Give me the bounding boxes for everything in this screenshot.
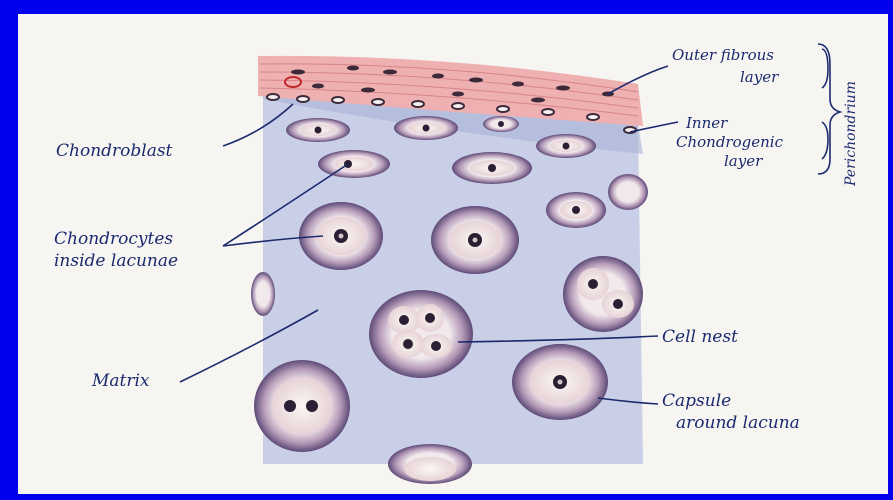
label-chondrocytes-line1: Chondrocytes (54, 228, 173, 250)
drawing-paper: Chondroblast Chondrocytes inside lacunae… (18, 14, 888, 494)
label-perichondrium: Perichondrium (840, 81, 862, 186)
label-chondroblast: Chondroblast (56, 140, 172, 162)
label-matrix: Matrix (92, 370, 150, 392)
label-outer-fibrous-line2: layer (740, 68, 778, 86)
label-inner-line2: Chondrogenic (676, 133, 783, 151)
label-cell-nest: Cell nest (662, 326, 738, 348)
perichondrium-brace (818, 44, 840, 174)
label-inner-line1: Inner (686, 114, 727, 132)
label-outer-fibrous-line1: Outer fibrous (672, 46, 774, 64)
label-inner-line3: layer (724, 152, 762, 170)
label-capsule-line1: Capsule (662, 390, 731, 412)
label-capsule-line2: around lacuna (676, 412, 800, 434)
label-chondrocytes-line2: inside lacunae (54, 250, 178, 272)
